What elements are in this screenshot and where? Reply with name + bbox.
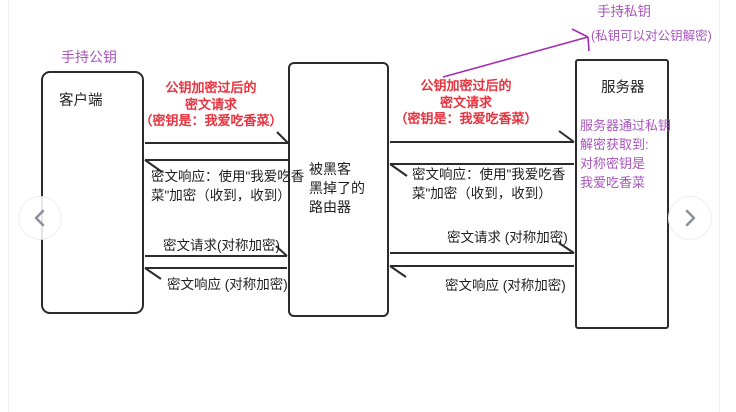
arrow-symmetric-response-server-router	[389, 265, 574, 278]
right-edge-divider	[719, 0, 720, 412]
symmetric-request-label-left: 密文请求(对称加密)	[163, 238, 280, 253]
client-public-key-note: 手持公钥	[61, 49, 117, 65]
encrypted-response-label-right: 密文响应：使用"我爱吃香 菜"加密（收到，收到）	[412, 166, 565, 203]
encrypted-response-right-line2: 菜"加密（收到，收到）	[412, 185, 552, 201]
arrow-response-router-client	[144, 159, 288, 173]
server-decrypt-note: 服务器通过私钥 解密获取到: 对称密钥是 我爱吃香菜	[580, 116, 671, 192]
encrypted-request-right-line1: 公钥加密过后的	[420, 78, 512, 93]
server-decrypt-note-line2: 解密获取到:	[580, 137, 649, 152]
server-private-key-note: 手持私钥	[597, 4, 651, 19]
encrypted-request-label-right: 公钥加密过后的 密文请求 （密钥是：我爱吃香菜）	[394, 78, 538, 128]
encrypted-request-left-line2: 密文请求	[184, 96, 237, 112]
router-label-line1: 被黑客	[309, 161, 351, 177]
server-decrypt-note-line3: 对称密钥是	[580, 156, 646, 171]
client-node-box	[41, 71, 144, 314]
server-decrypt-note-line4: 我爱吃香菜	[580, 175, 646, 190]
server-title: 服务器	[601, 80, 645, 96]
arrow-request-router-server	[390, 130, 575, 143]
arrow-symmetric-request-client-router	[145, 245, 288, 257]
encrypted-response-left-line2: 菜"加密（收到，收到）	[151, 187, 291, 203]
arrow-response-server-router	[389, 163, 574, 177]
encrypted-response-right-line1: 密文响应：使用"我爱吃香	[412, 167, 566, 182]
encrypted-response-left-line1: 密文响应：使用"我爱吃香	[151, 169, 305, 184]
chevron-left-icon	[34, 209, 45, 227]
server-private-key-detail: (私钥可以对公钥解密)	[591, 29, 712, 43]
router-label-line3: 路由器	[309, 199, 351, 215]
router-label-line2: 黑掉了的	[309, 180, 365, 196]
encrypted-request-label-left: 公钥加密过后的 密文请求 （密钥是：我爱吃香菜）	[139, 80, 283, 130]
server-decrypt-note-line1: 服务器通过私钥	[580, 118, 672, 133]
encrypted-request-right-line2: 密文请求	[439, 94, 492, 110]
router-label: 被黑客 黑掉了的 路由器	[309, 160, 365, 217]
arrow-symmetric-response-router-client	[144, 267, 287, 280]
symmetric-request-label-right: 密文请求 (对称加密)	[447, 230, 568, 245]
chevron-right-icon	[685, 209, 696, 227]
encrypted-response-label-left: 密文响应：使用"我爱吃香 菜"加密（收到，收到）	[151, 168, 304, 205]
server-node-box	[575, 59, 669, 329]
prev-button[interactable]	[18, 196, 62, 240]
left-edge-divider	[8, 0, 9, 412]
encrypted-request-left-line3: （密钥是：我爱吃香菜）	[139, 113, 283, 128]
client-title: 客户端	[59, 93, 103, 109]
arrow-private-key-annotation	[442, 28, 590, 78]
router-node-box	[288, 62, 389, 317]
symmetric-response-label-left: 密文响应 (对称加密)	[167, 277, 288, 292]
arrow-request-client-router	[145, 131, 289, 144]
arrow-symmetric-request-router-server	[390, 242, 575, 254]
encrypted-request-right-line3: （密钥是：我爱吃香菜）	[394, 111, 538, 126]
next-button[interactable]	[668, 196, 712, 240]
encrypted-request-left-line1: 公钥加密过后的	[165, 80, 257, 95]
symmetric-response-label-right: 密文响应 (对称加密)	[445, 278, 566, 293]
